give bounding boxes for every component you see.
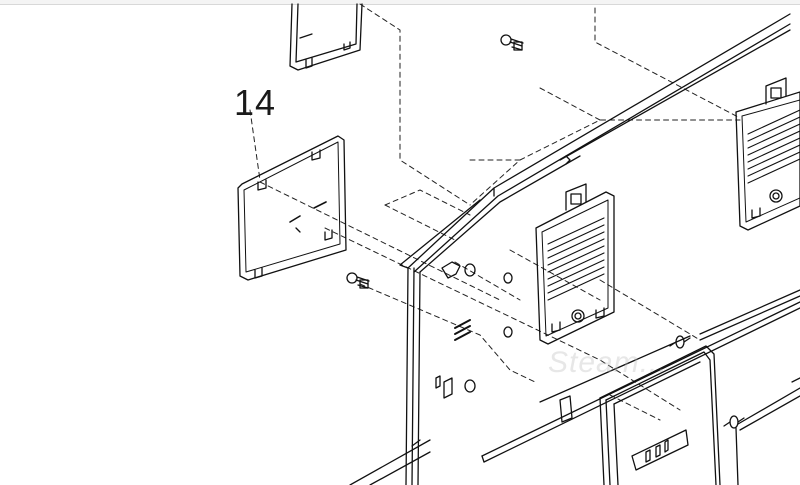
vent-cover-right [735,77,800,231]
watermark-text: Steam... [548,346,668,379]
vent-cover-center [535,183,615,345]
callout-label-14: 14 [234,82,277,123]
cross-rods [481,289,800,463]
window-top-edge [0,0,800,5]
screw-upper [500,34,524,51]
panel-switches [435,261,513,399]
rod-fittings [559,335,800,485]
cover-plate-14 [237,135,347,281]
screw-lower [346,272,370,289]
top-cover-plate [289,3,363,71]
front-panel [349,13,791,485]
bottom-frame [599,345,721,485]
